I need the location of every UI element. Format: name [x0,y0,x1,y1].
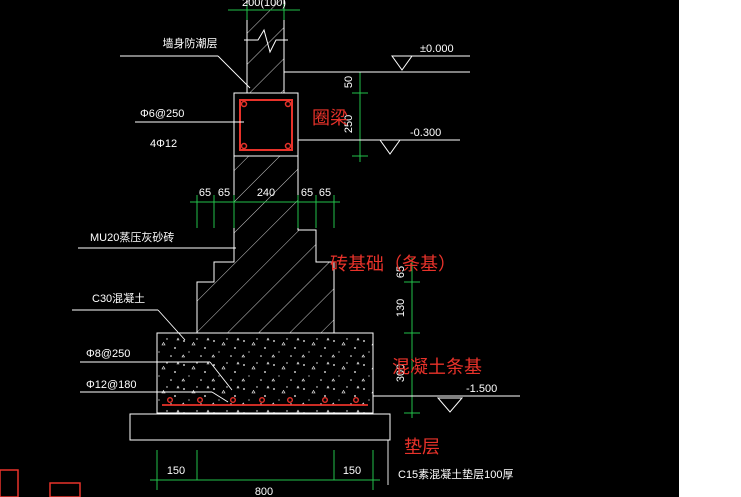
concrete-base [156,332,374,414]
dim-ring-beam-h1: 50 [343,76,355,88]
annotation-ring-beam: 圈梁 [312,108,348,129]
footing-section-diagram: 墙身防潮层 Φ6@250 4Φ12 MU20蒸压灰砂砖 C30混凝土 Φ8@25… [0,0,520,497]
level-triangle-icon [436,397,464,413]
dim-step-right-1: 65 [301,187,313,199]
dimension-lines [150,4,420,490]
level-zero: ±0.000 [420,43,454,55]
concrete-material-label: C30混凝土 [92,291,145,305]
top-rebar-label: Φ8@250 [86,348,130,360]
dim-ring-beam-h2: 250 [343,115,355,133]
corner-marker [49,482,81,497]
annotation-cushion-layer: 垫层 [404,437,440,458]
dim-step-h2: 130 [395,299,407,317]
ring-stirrup-label: Φ6@250 [140,108,184,120]
brick-footing [196,155,335,334]
bottom-rebar-label: Φ12@180 [86,379,137,391]
ring-main-bar-label: 4Φ12 [150,138,177,150]
dim-total-width: 800 [255,486,273,497]
leader-lines [72,55,389,485]
dim-wall-width: 240 [257,187,275,199]
damp-proof-label: 墙身防潮层 [163,36,218,50]
cushion-spec-label: C15素混凝土垫层100厚 [398,467,514,481]
level-triangle-icon [379,139,401,155]
dim-base-h: 300 [395,364,407,382]
corner-marker [0,469,19,497]
dim-step-left-2: 65 [218,187,230,199]
dim-side-right: 150 [343,465,361,477]
dim-side-left: 150 [167,465,185,477]
dim-step-h1: 65 [395,266,407,278]
brick-material-label: MU20蒸压灰砂砖 [90,230,174,244]
dim-top-width: 200(100) [242,0,286,9]
level-markers [284,55,520,413]
level-minus-300: -0.300 [410,127,441,139]
upper-wall [244,0,288,93]
annotation-concrete-footing: 混凝土条基 [392,357,482,378]
ring-beam [233,92,299,157]
level-triangle-icon [391,55,413,71]
dim-step-right-2: 65 [319,187,331,199]
level-minus-1500: -1.500 [466,383,497,395]
cushion-layer [129,413,391,441]
annotation-brick-footing: 砖基础（条基） [330,254,456,275]
break-line-icon [244,28,288,54]
dim-step-left-1: 65 [199,187,211,199]
drawing-canvas: 墙身防潮层 Φ6@250 4Φ12 MU20蒸压灰砂砖 C30混凝土 Φ8@25… [0,0,679,497]
ring-beam-stirrup [239,99,293,151]
